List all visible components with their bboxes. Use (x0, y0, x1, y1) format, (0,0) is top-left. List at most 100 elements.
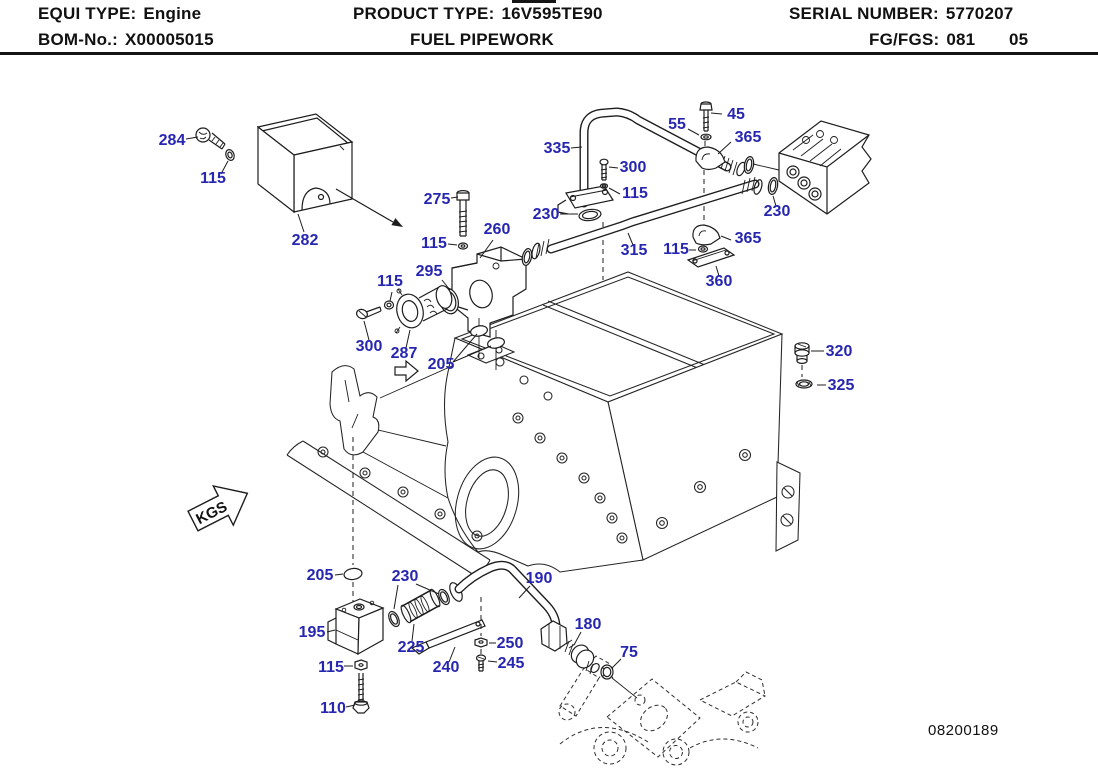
leader-line-205 (334, 573, 344, 576)
part-label-230: 230 (392, 568, 419, 585)
o-ring-230-hose-left (388, 610, 400, 628)
equi-type-label: EQUI TYPE: (38, 4, 137, 23)
page-edge-mark (512, 0, 556, 3)
fuel-pump-ghost (558, 655, 767, 766)
sheet-title: FUEL PIPEWORK (410, 30, 554, 49)
housing-260 (451, 246, 527, 338)
part-label-180: 180 (575, 616, 602, 633)
bolt-110 (352, 673, 370, 714)
bom-no-value: X00005015 (124, 30, 214, 49)
leader-line-300 (608, 166, 619, 169)
leader-line-282 (297, 213, 305, 233)
leader-line-115 (447, 243, 458, 246)
leader-line-335 (570, 146, 583, 149)
o-rings-205-top (470, 318, 505, 370)
leader-line-230 (393, 584, 399, 610)
serial-number-value: 5770207 (945, 4, 1014, 23)
leader-line-365 (717, 141, 732, 155)
leader-line-110 (345, 704, 356, 708)
leader-line-287 (405, 329, 411, 349)
kgs-direction-arrow: KGS (187, 484, 249, 532)
part-label-360: 360 (706, 273, 733, 290)
part-label-230: 230 (533, 206, 560, 223)
part-label-115: 115 (377, 273, 403, 290)
part-label-325: 325 (828, 377, 855, 394)
part-label-115: 115 (421, 235, 447, 252)
leader-line-205 (452, 345, 492, 363)
header-rule (0, 52, 1098, 55)
leader-line-365 (720, 235, 732, 241)
hose-225 (400, 588, 441, 624)
o-ring-230-335-end (743, 155, 755, 175)
washer-115-287 (383, 300, 395, 310)
bolt-245 (475, 654, 487, 672)
screw-300-287 (356, 306, 382, 320)
leader-line-225 (411, 623, 415, 642)
leader-line-230 (415, 583, 440, 595)
equi-type-value: Engine (143, 4, 202, 23)
view-arrow-icon (394, 359, 419, 383)
part-label-300: 300 (356, 338, 383, 355)
part-label-250: 250 (497, 635, 524, 652)
product-type-label: PRODUCT TYPE: (353, 4, 495, 23)
leader-line-195 (326, 629, 336, 633)
cover-282 (256, 113, 354, 214)
screw-300-flange (599, 158, 609, 181)
part-label-115: 115 (318, 659, 344, 676)
part-label-195: 195 (299, 624, 326, 641)
leader-line-245 (487, 660, 498, 663)
leader-line-115 (608, 187, 621, 195)
washer-115-clamp (697, 245, 709, 253)
part-label-282: 282 (292, 232, 319, 249)
bom-no-field: BOM-No.: X00005015 (38, 30, 214, 50)
leader-line-55 (687, 128, 700, 136)
fg-sheet-value: 05 (1009, 30, 1029, 49)
manifold-block (752, 120, 872, 215)
nut-115-bottom (354, 659, 368, 671)
leader-line-180 (573, 631, 582, 646)
leader-line-360 (715, 265, 720, 277)
part-label-115: 115 (200, 170, 226, 187)
connector-block-195 (327, 598, 385, 656)
part-label-110: 110 (320, 700, 346, 717)
part-label-205: 205 (428, 356, 455, 373)
part-label-284: 284 (159, 132, 186, 149)
part-label-260: 260 (484, 221, 511, 238)
fg-fgs-label: FG/FGS: (869, 30, 940, 49)
plate-360 (686, 247, 736, 268)
bolt-275 (456, 190, 470, 237)
part-label-115: 115 (663, 241, 689, 258)
clamp-365-bottom (692, 224, 721, 246)
pipe-315 (531, 176, 763, 260)
part-label-335: 335 (544, 140, 571, 157)
bracket-240 (410, 619, 486, 655)
leader-line-315 (627, 232, 634, 246)
leader-line-240 (448, 646, 456, 663)
part-label-245: 245 (498, 655, 525, 672)
part-label-55: 55 (668, 116, 686, 133)
leader-line-295 (441, 279, 451, 291)
thermostat-287 (394, 285, 453, 334)
part-label-230: 230 (764, 203, 791, 220)
leader-line-45 (710, 112, 723, 115)
part-label-365: 365 (735, 129, 762, 146)
fg-fgs-field: FG/FGS:081 (869, 30, 975, 50)
part-label-275: 275 (424, 191, 451, 208)
seal-75 (600, 664, 638, 699)
part-label-225: 225 (398, 639, 425, 656)
serial-number-label: SERIAL NUMBER: (789, 4, 939, 23)
bolt-45 (699, 101, 713, 132)
seal-ring-325 (795, 379, 813, 389)
bom-no-label: BOM-No.: (38, 30, 118, 49)
part-label-240: 240 (433, 659, 460, 676)
washer-115-flange (599, 183, 609, 189)
part-label-115: 115 (622, 185, 648, 202)
part-label-205: 205 (307, 567, 334, 584)
leader-line-300 (363, 320, 370, 341)
part-label-190: 190 (526, 570, 553, 587)
product-type-value: 16V595TE90 (501, 4, 603, 23)
o-ring-230-flange (578, 208, 602, 222)
o-ring-205-bottom (343, 567, 363, 581)
leader-line-275 (450, 196, 459, 199)
